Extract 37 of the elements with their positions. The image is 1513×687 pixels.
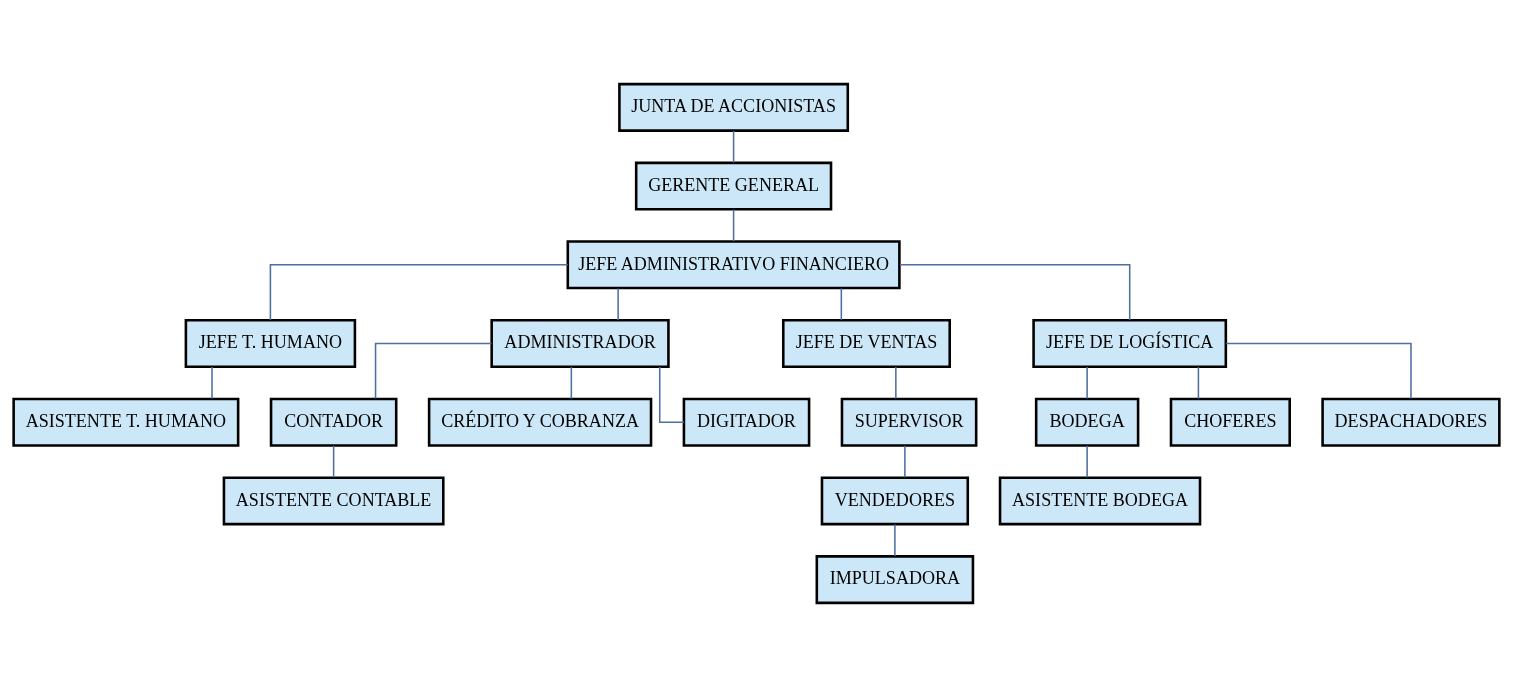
connector	[617, 287, 619, 321]
node-box: ASISTENTE T. HUMANO	[12, 397, 240, 447]
connector	[904, 445, 906, 479]
node-box: JUNTA DE ACCIONISTAS	[618, 82, 850, 132]
node-box: JEFE T. HUMANO	[184, 319, 357, 368]
node-box: JEFE DE VENTAS	[782, 319, 951, 368]
node-box: ASISTENTE CONTABLE	[222, 476, 445, 526]
connector	[1225, 342, 1412, 400]
connector	[658, 366, 685, 423]
connector	[570, 366, 573, 400]
connector	[840, 287, 843, 321]
connector	[269, 264, 569, 321]
node-box: VENDEDORES	[820, 476, 970, 526]
connector	[899, 264, 1131, 321]
node-box: DIGITADOR	[682, 397, 811, 447]
node-box: JEFE ADMINISTRATIVO FINANCIERO	[566, 240, 901, 290]
node-box: SUPERVISOR	[840, 397, 978, 447]
node-box: IMPULSADORA	[815, 555, 975, 605]
connector	[732, 208, 735, 242]
connector	[1086, 445, 1088, 479]
node-box: ADMINISTRADOR	[490, 319, 670, 368]
node-box: GERENTE GENERAL	[634, 161, 833, 211]
node-box: ASISTENTE BODEGA	[998, 476, 1202, 526]
node-box: CRÉDITO Y COBRANZA	[427, 397, 653, 447]
node-box: CHOFERES	[1169, 397, 1291, 447]
connector	[211, 366, 213, 400]
node-box: DESPACHADORES	[1321, 397, 1501, 447]
node-box: BODEGA	[1034, 397, 1140, 447]
node-box: JEFE DE LOGÍSTICA	[1032, 319, 1228, 368]
connector	[374, 342, 493, 400]
connector	[732, 130, 735, 164]
connector	[1086, 366, 1088, 400]
node-box: CONTADOR	[269, 397, 398, 447]
connector	[894, 523, 896, 557]
connector	[332, 445, 335, 479]
connector	[1197, 366, 1200, 400]
connector	[895, 366, 897, 400]
